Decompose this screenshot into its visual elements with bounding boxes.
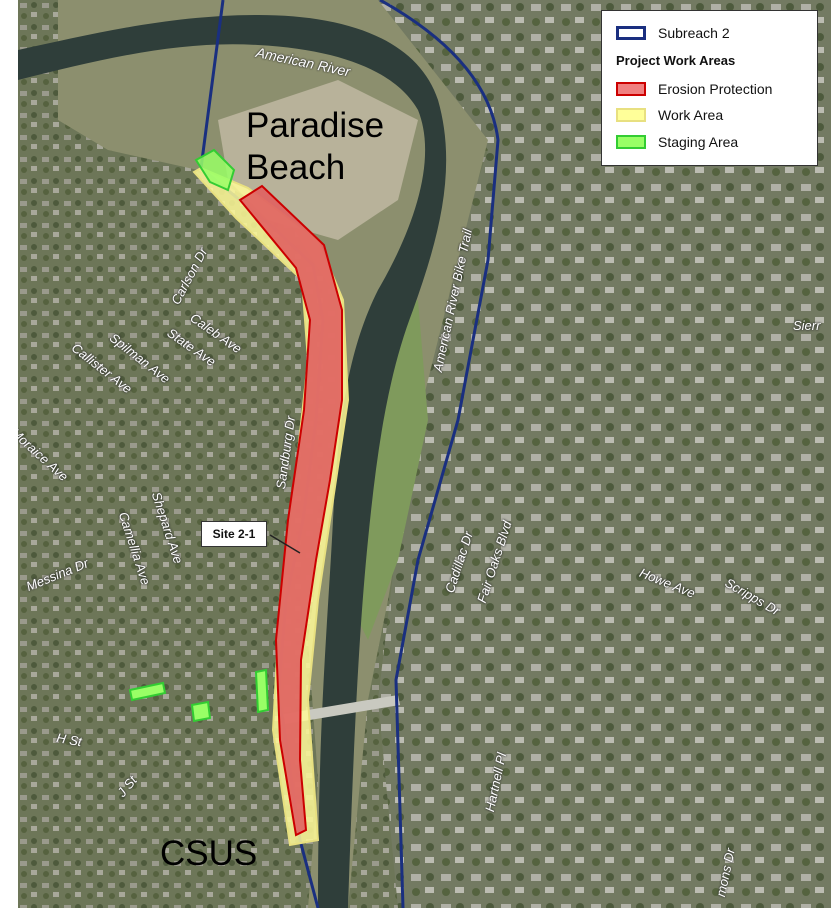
boundary-swatch [616, 26, 646, 40]
csus-label: CSUS [160, 834, 258, 873]
erosion-protection-area[interactable] [238, 184, 343, 837]
american-river [18, 15, 447, 908]
staging-area-north[interactable] [194, 148, 236, 192]
erosion-swatch [616, 82, 646, 96]
map-legend: Subreach 2 Project Work Areas Erosion Pr… [601, 10, 818, 166]
legend-staging-row: Staging Area [616, 132, 738, 152]
legend-item-label: Work Area [658, 107, 724, 123]
staging-swatch [616, 135, 646, 149]
legend-item-label: Staging Area [658, 134, 739, 150]
site-label[interactable]: Site 2-1 [201, 521, 267, 547]
subreach-boundary-east [379, 0, 500, 908]
staging-area-mid[interactable] [190, 700, 212, 723]
legend-boundary-label: Subreach 2 [658, 25, 730, 41]
road-label: Sierr [793, 318, 821, 333]
staging-area-west[interactable] [128, 681, 167, 702]
legend-section-title: Project Work Areas [616, 53, 736, 68]
floodplain [58, 0, 488, 908]
work-swatch [616, 108, 646, 122]
paradise-label-line1: Paradise [246, 106, 385, 145]
legend-work-row: Work Area [616, 105, 723, 125]
legend-erosion-row: Erosion Protection [616, 79, 772, 99]
paradise-label-line2: Beach [246, 148, 346, 187]
staging-area-east[interactable] [254, 668, 270, 714]
site-leader-line [269, 534, 301, 554]
legend-boundary-row: Subreach 2 [616, 23, 730, 43]
legend-item-label: Erosion Protection [658, 81, 773, 97]
